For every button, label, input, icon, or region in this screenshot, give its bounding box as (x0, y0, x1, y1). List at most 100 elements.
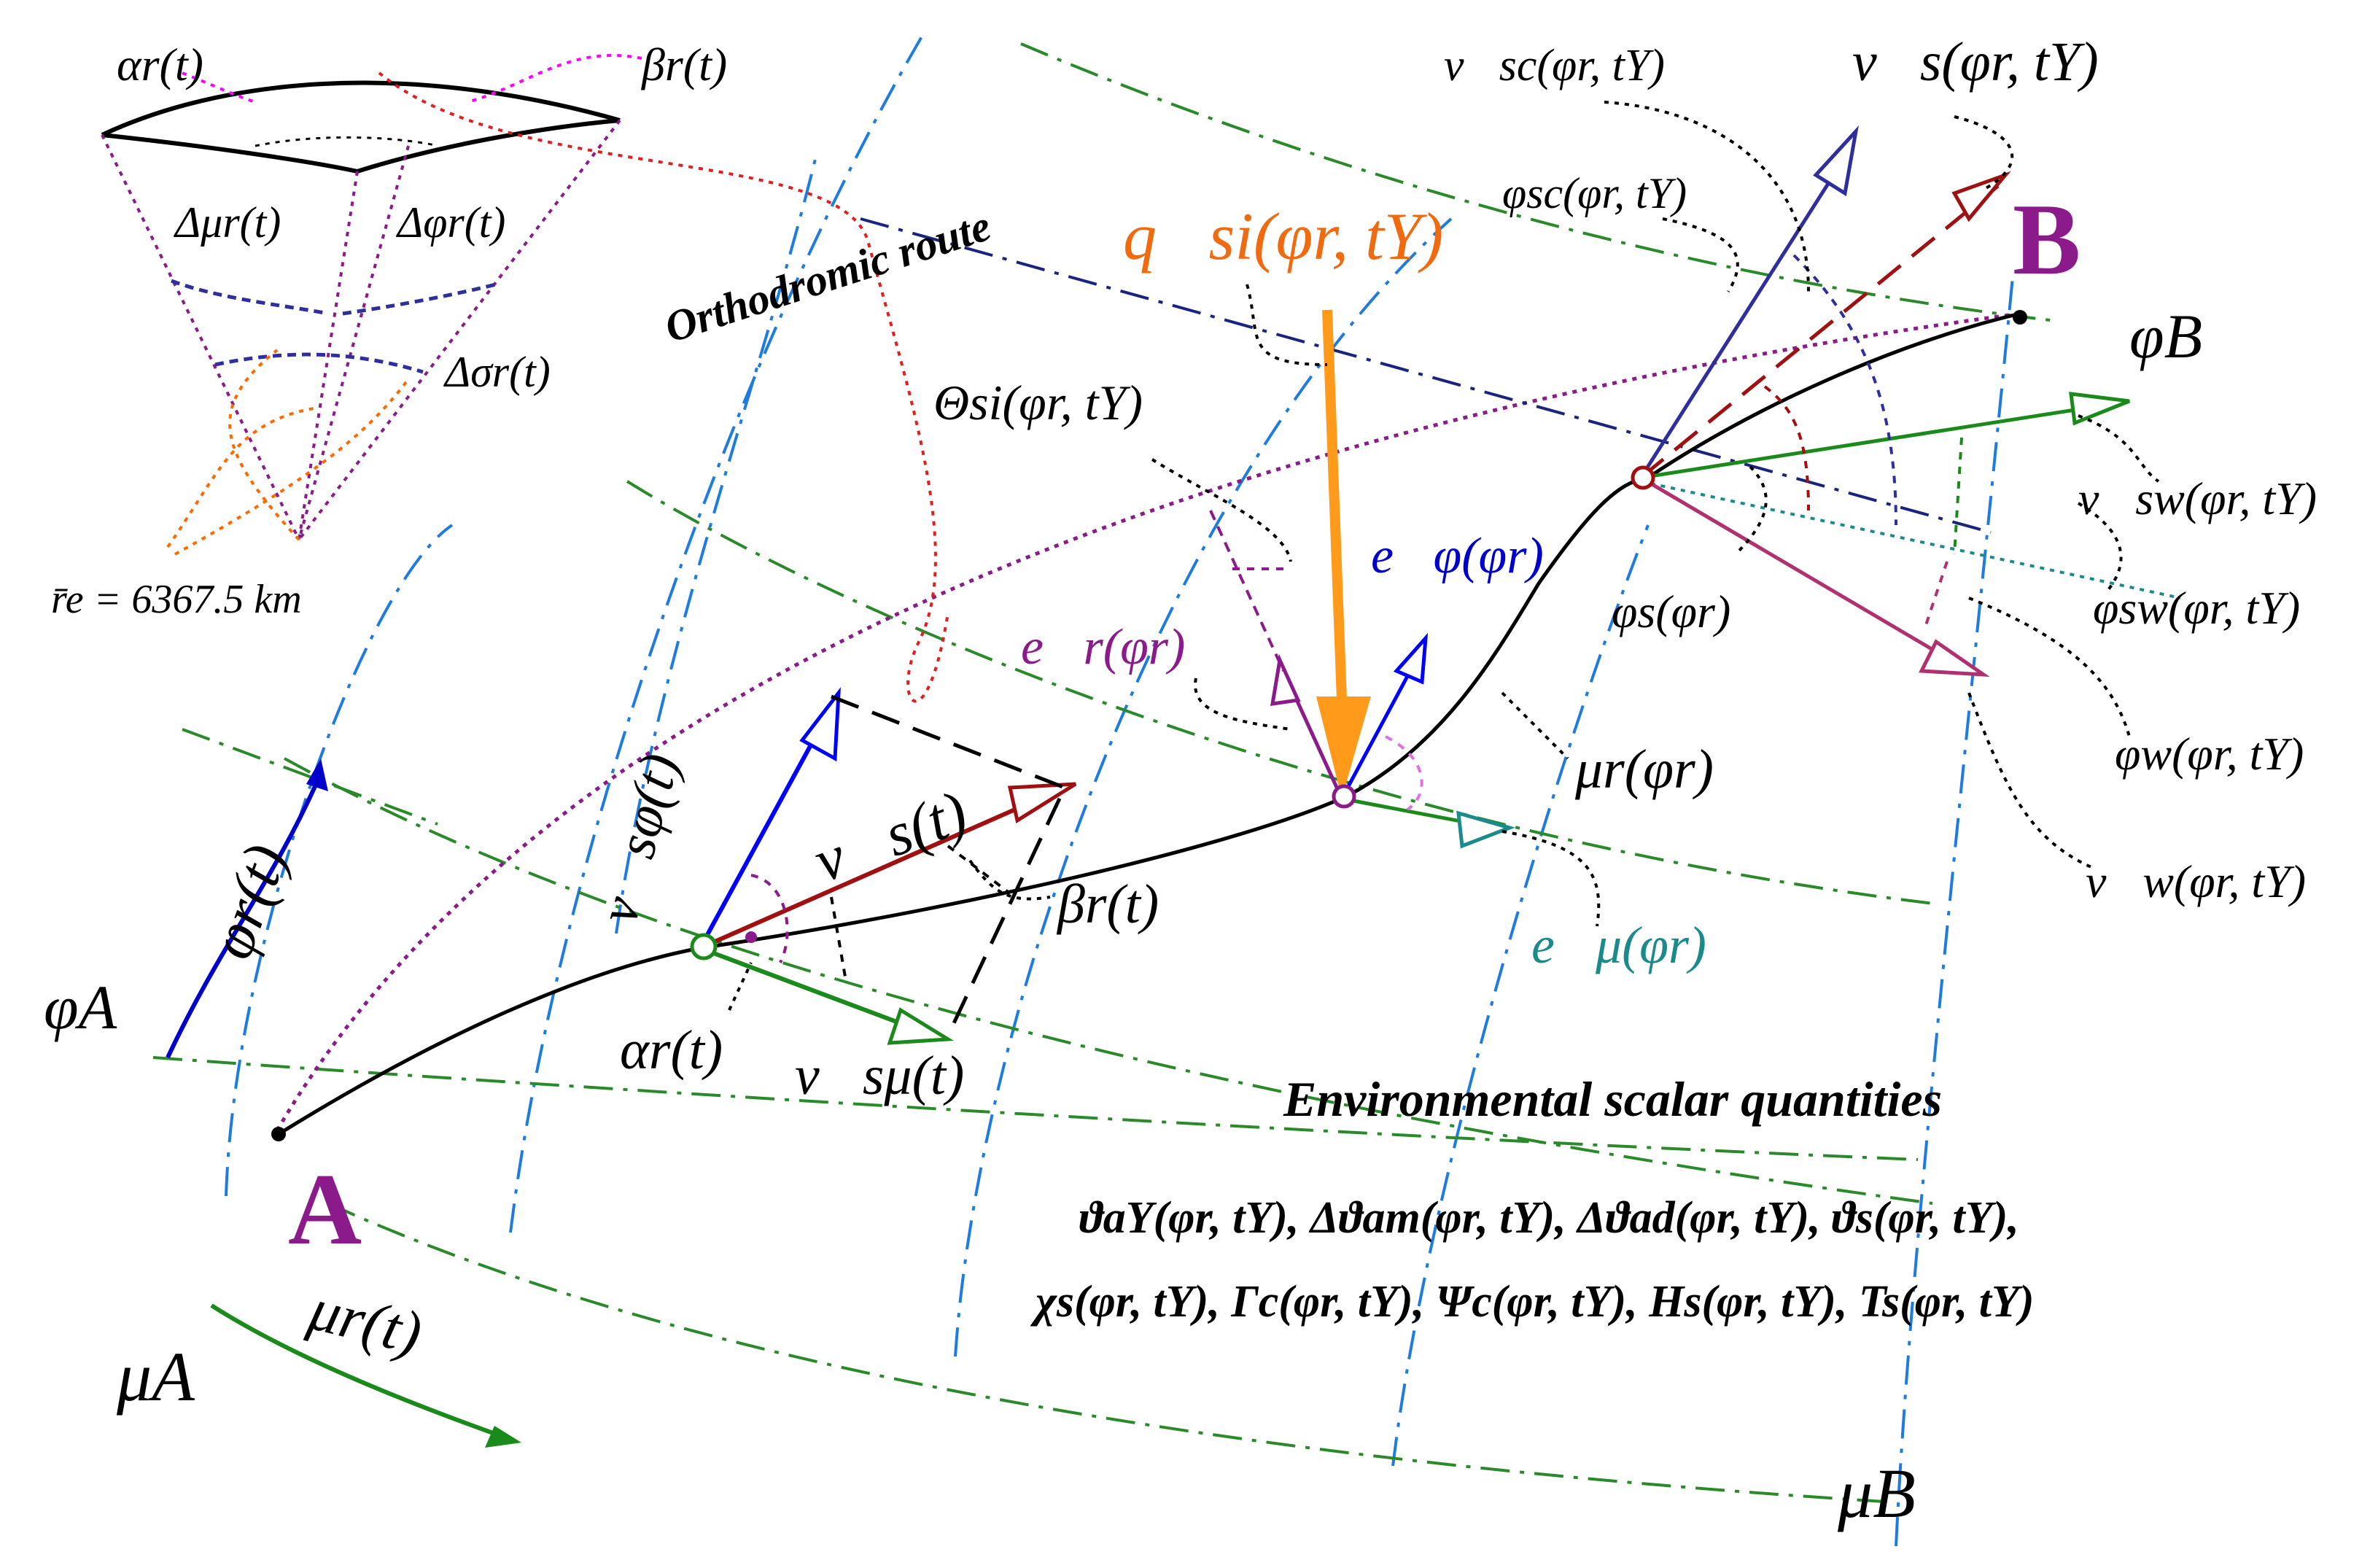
mu-r-arrowhead (485, 1426, 521, 1448)
e-phi-label: e⃗φ(φr) (1371, 528, 1544, 584)
environment-title: Environmental scalar quantities (1283, 1071, 1942, 1127)
phi-sw-label: φsw(φr, tY) (2093, 582, 2300, 634)
parallel-grid (152, 42, 2057, 1504)
right-vectors (1631, 125, 2130, 678)
delta-mu-arc (171, 279, 329, 316)
beta-r-t-label: βr(t) (1056, 874, 1159, 935)
parallel-line-2 (284, 757, 1933, 1205)
orthodromic-arc (275, 311, 2021, 1132)
mu-r-t-label: μr(t) (302, 1275, 428, 1368)
phi-sc-label: φsc(φr, tY) (1502, 169, 1687, 217)
orange-connector-2 (166, 407, 314, 548)
left-vectors (166, 687, 1077, 1448)
parallel-line-5 (1020, 42, 2057, 322)
meridian-grid (225, 28, 2014, 1547)
e-r-label: e⃗r(φr) (1021, 619, 1185, 675)
leader-v-s-b (1954, 115, 2014, 191)
alpha-r-t-label: αr(t) (620, 1020, 723, 1081)
leader-phi-w (1968, 597, 2131, 737)
v-s-phi-vector (698, 706, 834, 950)
phi-r-arc-arrow (166, 772, 323, 1059)
environment-line-1: ϑaY(φr, tY), Δϑam(φr, tY), Δϑad(φr, tY),… (1079, 1193, 2019, 1243)
orthodromic-route-label: Orthodromic route (659, 201, 997, 352)
v-sc-vector (1639, 144, 1854, 479)
parallel-line-4 (626, 480, 1940, 906)
sector-center-to-mid (298, 145, 410, 540)
sector-bottom-arc-right (357, 118, 621, 174)
phi-sw-angle-arc (1953, 437, 1963, 555)
theta-si-label: Θsi(φr, tY) (933, 375, 1143, 430)
v-s-b-label: v⃗s(φr, tY) (1852, 31, 2099, 93)
alpha-angle-arc (830, 896, 847, 982)
phi-sc-angle-arc (1792, 254, 1897, 526)
v-s-phi-label: v⃗sφ(t) (587, 748, 691, 930)
alpha-indicator (182, 71, 256, 104)
tangent-dotted-line (1640, 480, 2181, 599)
environment-line-2: χs(φr, tY), Γc(φr, tY), Ψc(φr, tY), Hs(φ… (1030, 1277, 2035, 1327)
right-angle-arc (750, 874, 789, 963)
leader-v-sw (2078, 414, 2160, 483)
orange-connector-1 (228, 349, 300, 541)
e-mu-label: e⃗μ(φr) (1531, 916, 1706, 974)
right-angle-dot (745, 931, 757, 943)
beta-indicator (466, 54, 642, 104)
leader-phi-sc (1662, 217, 1739, 293)
v-s-mu-arrowhead (887, 1007, 955, 1045)
sector-side-mid (298, 171, 359, 540)
leader-lines (968, 101, 2160, 927)
inset-delta-sigma-label: Δσr(t) (443, 348, 551, 396)
delta-sigma-arc (214, 352, 424, 374)
q-si-label: q⃗si(φr, tY) (1123, 199, 1443, 273)
v-s-b-arrowhead (1951, 171, 2011, 222)
orthodromic-route-line (860, 217, 1992, 534)
v-s-mu-label: v⃗sμ(t) (795, 1045, 964, 1106)
v-sc-label: v⃗sc(φr, tY) (1444, 41, 1665, 90)
earth-radius-label: r̄e = 6367.5 km (51, 577, 302, 622)
route-point-middle (1332, 784, 1356, 809)
inset-delta-phi-label: Δφr(t) (396, 198, 505, 247)
v-sw-vector (1640, 403, 2108, 480)
q-si-vector (1322, 309, 1347, 701)
orange-connector-3 (174, 378, 410, 556)
leader-phi-s (1734, 465, 1768, 556)
delta-phi-arc (342, 282, 497, 316)
leader-q-si (1246, 284, 1328, 366)
point-a-label: A (288, 1153, 362, 1266)
v-s-arrowhead (1007, 782, 1077, 823)
parallel-line-6 (182, 728, 438, 826)
point-a-dot (271, 1127, 286, 1141)
middle-right-angle-arc (1385, 735, 1423, 811)
phi-s-label: φs(φr) (1612, 586, 1730, 637)
meridian-line-6 (615, 152, 818, 934)
route-point-left (690, 933, 718, 960)
meridian-line-5 (225, 524, 454, 1197)
leader-phi-sw (2077, 502, 2123, 592)
e-r-arrowhead (1270, 653, 1301, 706)
q-si-arrowhead (1316, 696, 1371, 799)
meridian-line-4 (1895, 276, 2014, 1547)
middle-vectors (1209, 309, 1515, 849)
meridian-line-3 (1391, 524, 1650, 1467)
sector-inner-arc (255, 136, 438, 147)
inset-delta-mu-label: Δμr(t) (174, 198, 281, 247)
phi-w-label: φw(φr, tY) (2115, 728, 2304, 780)
leader-beta-left (968, 859, 1051, 901)
parallel-line-3 (327, 1202, 1897, 1504)
alpha-leader-line (728, 962, 753, 1011)
route-point-right (1631, 465, 1655, 490)
mu-r-phi-label: μr(φr) (1574, 739, 1714, 800)
sector-side-right (298, 119, 621, 541)
v-s-t-label: v⃗s(t) (806, 778, 976, 896)
mu-a-label: μA (116, 1338, 195, 1416)
v-sw-arrowhead (2069, 392, 2130, 426)
v-s-phi-arrowhead (799, 687, 841, 762)
v-w-vector (1639, 476, 1970, 673)
leader-mu-r-phi (1501, 691, 1569, 760)
v-s-b-vector (1639, 185, 2000, 479)
mu-b-label: μB (1837, 1454, 1916, 1532)
v-w-arrowhead (1919, 639, 1990, 678)
v-s-vector (699, 785, 1066, 950)
sphere-sector-inset (101, 54, 949, 703)
point-b-dot (2013, 310, 2027, 325)
